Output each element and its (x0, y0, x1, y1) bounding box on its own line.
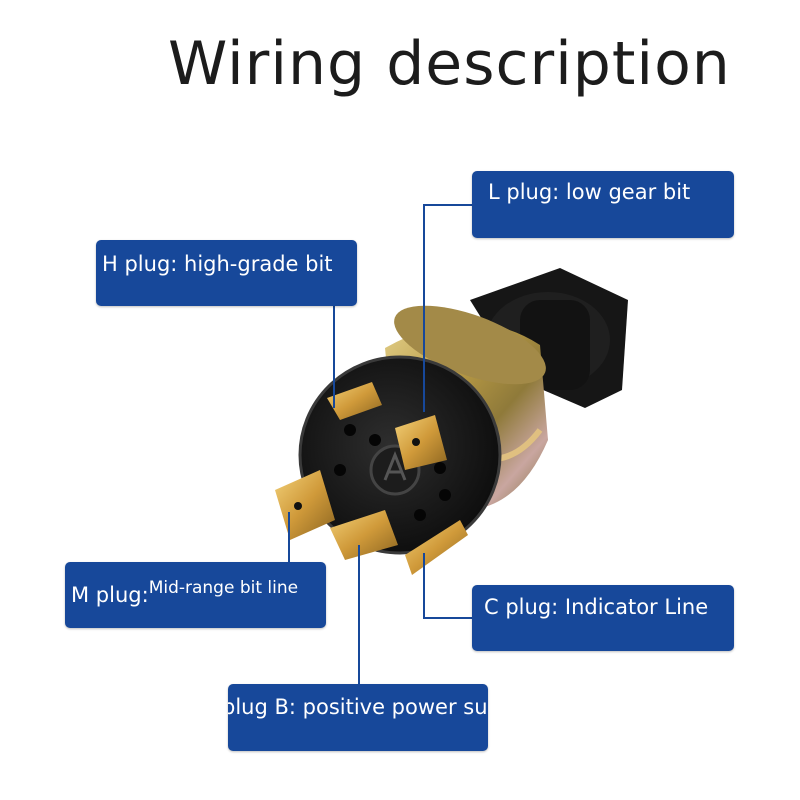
callout-L-text: L plug: low gear bit (488, 180, 691, 204)
callout-H-text: H plug: high-grade bit (102, 252, 333, 276)
wire-C-vertical (423, 553, 425, 618)
wire-M (288, 512, 290, 564)
callout-M-plug: M plug:Mid-range bit line (65, 562, 326, 628)
wire-L-vertical (423, 204, 425, 412)
terminals (275, 382, 468, 575)
wire-H (333, 306, 335, 408)
wire-B (358, 545, 360, 686)
callout-M-text: Mid-range bit line (148, 578, 299, 598)
callout-C-text: C plug: Indicator Line (484, 595, 709, 619)
callout-M-prefix: M plug: (71, 583, 149, 607)
switch-face (298, 355, 502, 555)
callout-H-plug: H plug: high-grade bit (96, 240, 357, 306)
page-title: Wiring description (168, 29, 731, 99)
callout-B-text: plug B: positive power supply (228, 695, 488, 719)
callout-C-plug: C plug: Indicator Line (472, 585, 734, 651)
callout-L-plug: L plug: low gear bit (472, 171, 734, 238)
wire-C-horizontal (423, 617, 475, 619)
wire-L-horizontal (423, 204, 475, 206)
callout-B-plug: plug B: positive power supply (228, 684, 488, 751)
